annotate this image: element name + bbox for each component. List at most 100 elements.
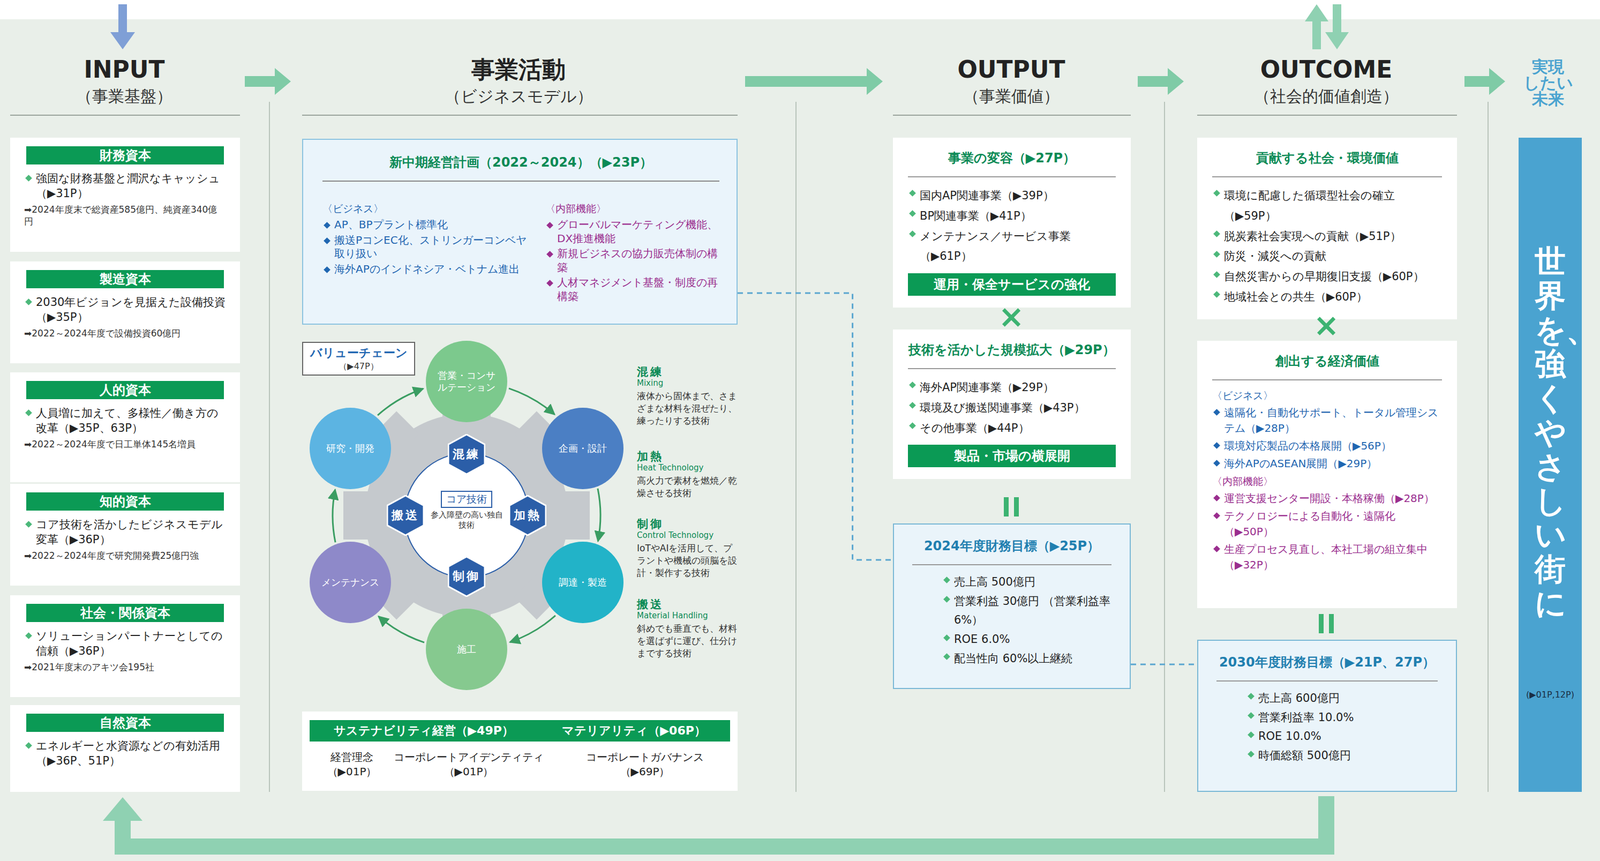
node-text: 環境に配慮した循環型社会の確立（▶59P） xyxy=(1212,185,1442,227)
text-column: (▶01P,12P) xyxy=(1518,689,1582,700)
label-text: OUTPUT xyxy=(930,57,1092,82)
node-text: 脱炭素社会実現への貢献（▶51P） xyxy=(1212,226,1442,247)
connector xyxy=(1130,663,1198,666)
header-underlines xyxy=(10,114,1457,116)
node-text: 海外APのASEAN展開（▶29P） xyxy=(1212,455,1442,472)
label-text: × xyxy=(995,301,1028,333)
node-text: 配当性向 60%以上継続 xyxy=(942,649,1112,669)
node-text: サステナビリティ経営（▶49P） xyxy=(333,722,514,739)
node-text: 〈内部機能〉 xyxy=(1212,474,1442,489)
node-text: ➡2021年度末のアキツ会195社 xyxy=(24,660,227,673)
node-text: マテリアリティ（▶06P） xyxy=(561,722,706,739)
label-text: INPUT xyxy=(43,57,205,82)
label-text: 制御 xyxy=(636,516,739,532)
node-text: 2030年ビジョンを見据えた設備投資（▶35P） xyxy=(24,294,227,326)
node-text: ➡2022～2024年度で設備投資60億円 xyxy=(24,327,227,340)
node-text: 経営理念 （▶01P） xyxy=(309,749,395,779)
core-tech: コア技術参入障壁の高い独自技術 xyxy=(426,490,507,531)
label-text: 混練 xyxy=(636,364,739,380)
node-text: コーポレートアイデンティティ （▶01P） xyxy=(377,749,560,779)
node-text: 企画・設計 xyxy=(552,442,613,455)
node-text: 環境対応製品の本格展開（▶56P） xyxy=(1212,438,1442,454)
sustainability-box: 経営理念 （▶01P）コーポレートアイデンティティ （▶01P）コーポレートガバ… xyxy=(302,711,738,791)
outcome-box: 貢献する社会・環境価値環境に配慮した循環型社会の確立（▶59P）脱炭素社会実現へ… xyxy=(1197,137,1457,320)
label-text: 搬送 xyxy=(636,596,739,612)
vision-band: 世界を、強くやさしい街に (▶01P,12P) xyxy=(1518,137,1582,792)
label-text: Heat Technology xyxy=(636,462,739,473)
node-text: バリューチェーン xyxy=(305,344,412,362)
node-text: 知的資本 xyxy=(26,492,224,511)
node-text: 製品・市場の横展開 xyxy=(907,444,1116,468)
node-text: 混練 xyxy=(452,446,481,463)
connector xyxy=(737,293,893,560)
node-text: 貢献する社会・環境価値 xyxy=(1212,149,1442,178)
node-text: 強固な財務基盤と潤沢なキャッシュ（▶31P） xyxy=(24,170,227,202)
value-chain-circle: 営業・コンサルテーション xyxy=(425,340,508,423)
node-text: 〈ビジネス〉 xyxy=(322,201,537,216)
node-text: 自然資本 xyxy=(26,713,224,732)
node-text: 制御 xyxy=(452,568,481,585)
node-text: 技術を活かした規模拡大（▶29P） xyxy=(907,341,1116,370)
node-text: メンテナンス xyxy=(320,576,381,589)
label-text: 液体から固体まで、さまざまな材料を混ぜたり、練ったりする技術 xyxy=(636,389,739,427)
node-text: 〈内部機能〉 xyxy=(545,201,723,216)
node-text: 国内AP関連事業（▶39P） xyxy=(907,185,1116,207)
node-text: AP、BPプラント標準化 xyxy=(322,218,537,232)
node-text: 営業利益 30億円 （営業利益率 6%） xyxy=(942,591,1112,630)
node-text: ROE 10.0% xyxy=(1246,726,1438,747)
node-text: 運営支援センター開設・本格稼働（▶28P） xyxy=(1212,490,1442,507)
value-chain-circle: メンテナンス xyxy=(309,541,392,623)
node-text: ➡2022～2024年度で日工単体145名増員 xyxy=(24,438,227,450)
label-text: 加熱 xyxy=(636,448,739,464)
feedback-arrow xyxy=(1304,4,1329,50)
text-column: 新中期経営計画（2022～2024）（▶23P） xyxy=(322,153,720,182)
output-box: 技術を活かした規模拡大（▶29P）海外AP関連事業（▶29P）環境及び搬送関連事… xyxy=(892,329,1131,479)
connector xyxy=(332,489,336,543)
node-text: 防災・減災への貢献 xyxy=(1212,246,1442,267)
label-text: 斜めでも垂直でも、材料を選ばずに運び、仕分けまでする技術 xyxy=(636,622,739,660)
output-box: 事業の変容（▶27P）国内AP関連事業（▶39P）BP関連事業（▶41P）メンテ… xyxy=(892,137,1131,308)
core-tech-hexagon: 混練 xyxy=(447,433,486,475)
capital-box: 製造資本2030年ビジョンを見据えた設備投資（▶35P）➡2022～2024年度… xyxy=(10,261,240,364)
node-text: コア技術を活かしたビジネスモデル変革（▶36P） xyxy=(24,516,227,548)
node-text: ROE 6.0% xyxy=(942,629,1112,650)
label-text: 実現 したい 未来 xyxy=(1521,58,1575,108)
text-column: 世界を、強くやさしい街に xyxy=(1518,244,1582,621)
text-column: 経営理念 （▶01P） xyxy=(309,749,395,779)
node-text: 営業利益率 10.0% xyxy=(1246,708,1438,728)
node-text: 海外AP関連事業（▶29P） xyxy=(907,377,1116,398)
node-text: 営業・コンサルテーション xyxy=(436,369,497,394)
node-text: 〈ビジネス〉 xyxy=(1212,388,1442,403)
capital-box: 自然資本エネルギーと水資源などの有効活用（▶36P、51P） xyxy=(10,704,240,792)
label-text: IoTやAIを活用して、プラントや機械の頭脳を設計・製作する技術 xyxy=(636,542,739,580)
core-tech-hexagon: 搬送 xyxy=(386,494,425,536)
node-text: 売上高 500億円 xyxy=(942,572,1112,592)
capital-box: 知的資本コア技術を活かしたビジネスモデル変革（▶36P）➡2022～2024年度… xyxy=(10,483,240,586)
node-text: コーポレートガバナンス （▶69P） xyxy=(564,749,726,779)
green-band: 運用・保全サービスの強化 xyxy=(907,273,1116,296)
label-text: （社会的価値創造） xyxy=(1219,85,1434,108)
text-column: 〈内部機能〉グローバルマーケティング機能、DX推進機能新規ビジネスの協力販売体制… xyxy=(545,201,723,306)
green-band: サステナビリティ経営（▶49P） マテリアリティ（▶06P） xyxy=(309,719,731,742)
node-text: ソリューションパートナーとしての信頼（▶36P） xyxy=(24,628,227,659)
node-text: 社会・関係資本 xyxy=(26,603,224,622)
loop-arrow xyxy=(122,795,1327,847)
connector xyxy=(508,388,555,415)
node-text: 運用・保全サービスの強化 xyxy=(907,273,1116,296)
label-text: Control Technology xyxy=(636,530,739,540)
node-text: 世界を、強くやさしい街に xyxy=(1534,244,1566,621)
value-chain-tag: バリューチェーン（▶47P） xyxy=(302,341,416,376)
node-text: 新中期経営計画（2022～2024）（▶23P） xyxy=(322,153,720,182)
capital-box: 財務資本強固な財務基盤と潤沢なキャッシュ（▶31P）➡2024年度末で総資産58… xyxy=(10,137,240,252)
value-chain-circle: 企画・設計 xyxy=(542,407,624,490)
node-text: (▶01P,12P) xyxy=(1518,689,1582,700)
label-text: × xyxy=(1310,309,1343,341)
text-column: コーポレートアイデンティティ （▶01P） xyxy=(377,749,560,779)
node-text: 2024年度財務目標（▶25P） xyxy=(912,537,1112,566)
loop-arrowhead xyxy=(102,797,143,821)
node-text: グローバルマーケティング機能、DX推進機能 xyxy=(545,218,723,246)
node-text: ➡2024年度末で総資産585億円、純資産340億円 xyxy=(24,203,227,228)
label-text: 事業活動 xyxy=(384,57,653,82)
feedback-arrow xyxy=(1325,4,1349,50)
node-text: コア技術 xyxy=(440,490,493,508)
